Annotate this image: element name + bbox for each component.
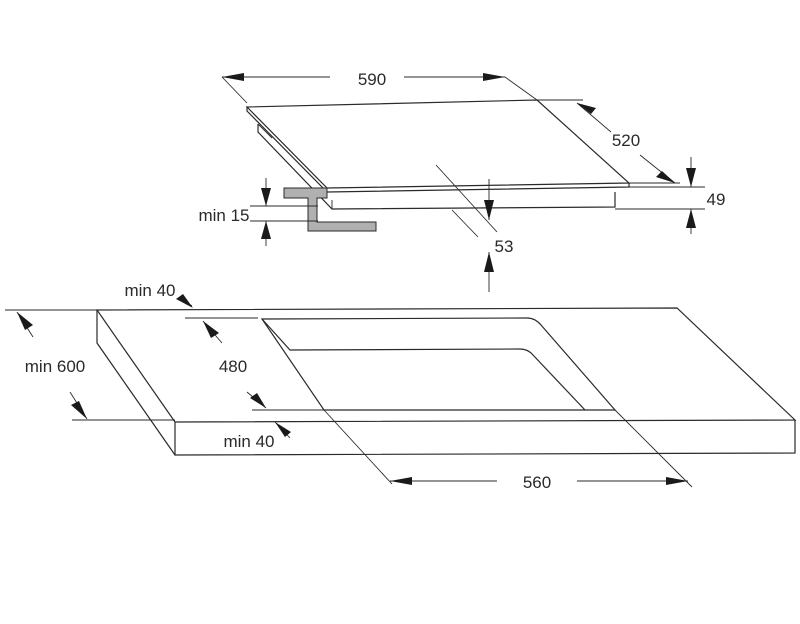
countertop (95, 307, 797, 456)
dim-height: 49 (615, 157, 725, 234)
countertop-front (174, 420, 796, 456)
width-label: 590 (358, 70, 386, 89)
cutout-outline (260, 317, 617, 411)
back-gap-label: min 40 (124, 281, 175, 300)
mounting-bracket (283, 187, 377, 232)
dim-cutout-width: 560 (323, 409, 693, 492)
dim-below: 53 (435, 164, 514, 292)
dim-width: 590 (221, 70, 538, 104)
below-label: 53 (495, 237, 514, 256)
dim-clearance: min 15 (198, 178, 318, 246)
countertop-top (95, 307, 797, 423)
height-label: 49 (707, 190, 726, 209)
hob-glass-edge (246, 107, 630, 193)
dim-front-gap: min 40 (223, 421, 291, 451)
dim-back-gap: min 40 (124, 281, 258, 319)
hob-body-edge (257, 123, 273, 139)
cutout-width-label: 560 (523, 473, 551, 492)
counter-depth-label: min 600 (25, 357, 85, 376)
dim-counter-depth: min 600 (5, 309, 175, 421)
depth-label: 520 (612, 131, 640, 150)
cutout-depth-label: 480 (219, 357, 247, 376)
clearance-label: min 15 (198, 206, 249, 225)
front-gap-label: min 40 (223, 432, 274, 451)
hob-glass-top (245, 99, 631, 189)
cutout-inner-wall (261, 318, 586, 411)
dim-depth: 520 (537, 99, 680, 184)
dim-cutout-depth: 480 (202, 320, 330, 411)
countertop-side (96, 310, 176, 456)
